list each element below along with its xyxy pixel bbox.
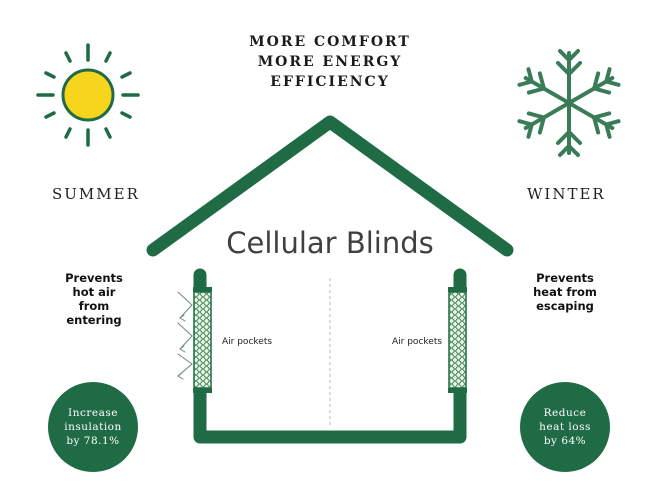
right-cellular-blind [448,287,467,393]
left-cellular-blind [193,287,212,393]
winter-effect-text: Prevents heat from escaping [525,271,605,313]
headline-line-3: EFFICIENCY [270,74,390,90]
summer-air-pockets-label: Air pockets [222,337,273,347]
snowflake-icon [517,49,621,157]
heat-deflect-arrows [177,291,193,380]
winter-air-pockets-label: Air pockets [392,337,443,347]
house-roof [146,115,514,257]
summer-stat-text: Increase insulation by 78.1% [48,406,138,448]
winter-effect-line: heat from [533,285,597,299]
summer-stat-line: Increase [68,407,118,419]
winter-stat-line: by 64% [543,435,587,447]
summer-stat-badge [48,382,138,472]
summer-effect-line: entering [66,313,122,327]
winter-stat-text: Reduce heat loss by 64% [520,406,610,448]
winter-stat-line: heat loss [539,421,591,433]
winter-effect-line: Prevents [536,271,594,285]
summer-effect-line: from [78,299,110,313]
summer-effect-text: Prevents hot air from entering [56,271,132,327]
summer-effect-line: hot air [72,285,116,299]
summer-effect-line: Prevents [65,271,123,285]
winter-stat-line: Reduce [543,407,587,419]
winter-label: WINTER [527,185,606,203]
summer-stat-line: insulation [64,421,122,433]
sun-icon [36,43,140,147]
diagram-title: Cellular Blinds [226,226,434,260]
headline-line-1: MORE COMFORT [249,34,411,50]
headline: MORE COMFORT MORE ENERGY EFFICIENCY [175,32,485,92]
winter-stat-badge [520,382,610,472]
summer-stat-line: by 78.1% [66,435,120,447]
summer-label: SUMMER [52,185,140,203]
winter-effect-line: escaping [536,299,594,313]
headline-line-2: MORE ENERGY [257,54,403,70]
